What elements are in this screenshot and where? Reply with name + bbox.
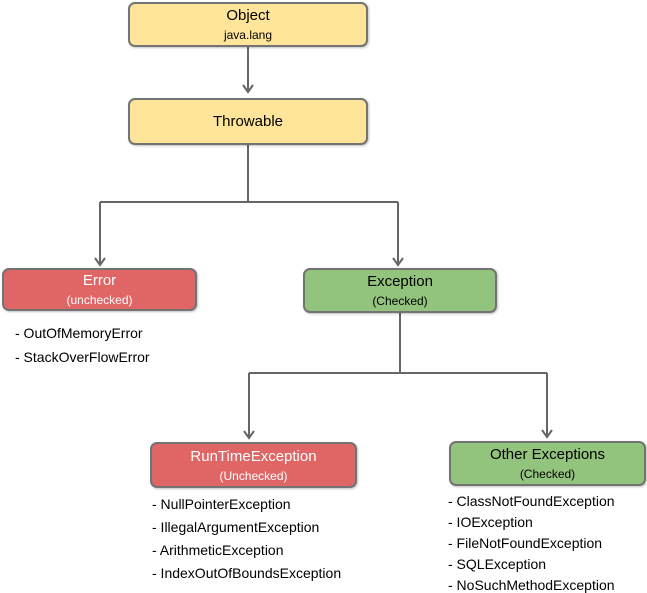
node-throwable-title: Throwable [212, 112, 284, 130]
list-item: - IllegalArgumentException [152, 519, 320, 535]
error-subtypes-list: - OutOfMemoryError - StackOverFlowError [15, 325, 150, 373]
node-exception-title: Exception [367, 273, 433, 290]
list-item: - StackOverFlowError [15, 349, 150, 365]
list-item: - IndexOutOfBoundsException [152, 565, 342, 581]
node-runtime-subtitle: (Unchecked) [219, 468, 288, 483]
list-item: - NoSuchMethodException [448, 577, 615, 593]
list-item: - OutOfMemoryError [15, 325, 143, 341]
node-other-subtitle: (Checked) [519, 467, 576, 481]
node-throwable: Throwable [128, 98, 368, 145]
node-error-title: Error [82, 272, 117, 289]
node-object-title: Object [226, 7, 270, 24]
node-object-subtitle: java.lang [223, 28, 273, 42]
node-object: Object java.lang [128, 2, 368, 47]
list-item: - FileNotFoundException [448, 535, 603, 551]
node-other-exceptions: Other Exceptions (Checked) [449, 441, 646, 486]
node-exception: Exception (Checked) [303, 268, 497, 313]
list-item: - IOException [448, 514, 533, 530]
node-runtime-exception: RunTimeException (Unchecked) [150, 442, 357, 488]
node-other-title: Other Exceptions [489, 446, 606, 463]
node-exception-subtitle: (Checked) [372, 294, 428, 308]
runtime-exception-subtypes-list: - NullPointerException - IllegalArgument… [152, 496, 341, 588]
node-error: Error (unchecked) [2, 268, 197, 311]
node-runtime-title: RunTimeException [190, 447, 317, 465]
list-item: - ClassNotFoundException [448, 493, 615, 509]
list-item: - ArithmeticException [152, 542, 284, 558]
list-item: - SQLException [448, 556, 547, 572]
list-item: - NullPointerException [152, 496, 291, 512]
node-error-subtitle: (unchecked) [66, 293, 133, 307]
other-exceptions-subtypes-list: - ClassNotFoundException - IOException -… [448, 493, 615, 593]
